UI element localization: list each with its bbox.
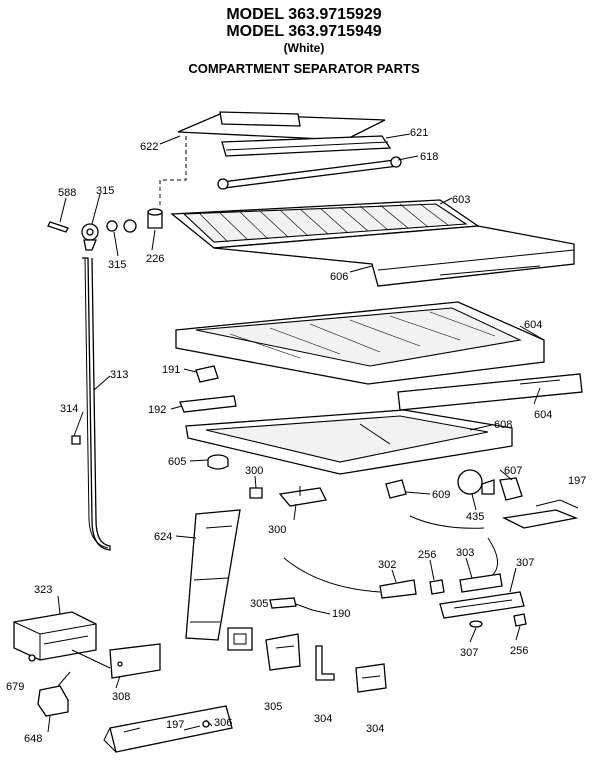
part-313-rod	[82, 257, 111, 551]
part-300-control	[278, 486, 327, 507]
part-608-base-pan	[185, 409, 513, 475]
part-226-bushing	[147, 208, 163, 229]
part-192-bracket	[179, 395, 237, 413]
part-618-rod	[217, 156, 402, 190]
label-256-bottom: 256	[510, 645, 528, 657]
label-303: 303	[456, 547, 474, 559]
wire-lead	[283, 557, 381, 593]
label-197-right: 197	[568, 475, 586, 487]
part-588-screw	[47, 221, 69, 233]
part-605-knob	[207, 454, 229, 470]
label-606: 606	[330, 271, 348, 283]
label-308: 308	[112, 691, 130, 703]
label-609: 609	[432, 489, 450, 501]
model-number-1: MODEL 363.9715929	[226, 6, 382, 23]
part-606-front-panel	[213, 225, 575, 287]
section-title: COMPARTMENT SEPARATOR PARTS	[188, 61, 420, 76]
label-314: 314	[60, 403, 78, 415]
part-190-bracket	[269, 597, 313, 611]
label-305-top: 305	[250, 598, 268, 610]
label-256-top: 256	[418, 549, 436, 561]
part-607-light-switch	[499, 477, 523, 501]
part-323-box	[13, 611, 97, 661]
part-624-duct	[185, 509, 241, 641]
label-307-bottom: 307	[460, 647, 478, 659]
label-604-tray: 604	[524, 319, 542, 331]
part-302-thermostat	[379, 579, 417, 599]
part-305-cover	[227, 627, 253, 651]
label-605: 605	[168, 456, 186, 468]
part-679-screw	[28, 654, 36, 662]
part-305-housing	[265, 633, 301, 671]
part-304-bracket	[315, 645, 335, 681]
label-618: 618	[420, 151, 438, 163]
part-300-clip	[249, 487, 263, 499]
label-608: 608	[494, 419, 512, 431]
label-607: 607	[504, 465, 522, 477]
part-604-tray	[175, 301, 545, 385]
part-648-relay	[37, 671, 71, 717]
label-604-strip: 604	[534, 409, 552, 421]
label-300-top: 300	[245, 465, 263, 477]
part-256-small	[513, 613, 527, 627]
part-307-small	[469, 620, 483, 628]
label-435: 435	[466, 511, 484, 523]
part-197-wire-harness	[501, 499, 579, 529]
part-603-shelf	[170, 199, 480, 249]
label-323: 323	[34, 584, 52, 596]
label-679: 679	[6, 681, 24, 693]
label-315-top: 315	[96, 185, 114, 197]
label-621: 621	[410, 127, 428, 139]
label-305-bottom: 305	[264, 701, 282, 713]
label-588: 588	[58, 187, 76, 199]
part-256-clip	[429, 579, 445, 595]
wire-lead	[409, 515, 485, 529]
label-313: 313	[110, 369, 128, 381]
part-621-channel	[221, 135, 392, 157]
label-304-right: 304	[366, 723, 384, 735]
part-435-bulb	[457, 469, 495, 495]
label-306: 306	[214, 717, 232, 729]
part-307-bar	[439, 591, 525, 619]
leader-lines	[47, 133, 545, 733]
part-315-washer	[106, 219, 137, 233]
part-308-plate	[109, 643, 161, 679]
label-191: 191	[162, 364, 180, 376]
part-304-block	[355, 663, 387, 693]
label-304-left: 304	[314, 713, 332, 725]
leader-dashed	[159, 136, 187, 205]
model-number-2: MODEL 363.9715949	[226, 23, 382, 40]
label-648: 648	[24, 733, 42, 745]
label-192: 192	[148, 404, 166, 416]
part-191-bracket	[195, 365, 219, 383]
wire-lead	[485, 537, 498, 581]
part-315-hinge	[81, 223, 99, 251]
label-302: 302	[378, 559, 396, 571]
leader-line	[71, 649, 111, 669]
part-604-strip	[397, 373, 583, 411]
part-609-socket	[385, 479, 407, 499]
label-190: 190	[332, 608, 350, 620]
label-307-top: 307	[516, 557, 534, 569]
label-197-bottom: 197	[166, 719, 184, 731]
label-300-bottom: 300	[268, 524, 286, 536]
label-622: 622	[140, 141, 158, 153]
part-197-housing	[103, 705, 233, 753]
part-622-cover	[177, 111, 386, 141]
part-303-heater	[459, 573, 503, 593]
label-603: 603	[452, 194, 470, 206]
model-variant: (White)	[283, 41, 325, 55]
label-315-bottom: 315	[108, 259, 126, 271]
label-226: 226	[146, 253, 164, 265]
label-624: 624	[154, 531, 172, 543]
part-314-clip	[71, 435, 81, 445]
